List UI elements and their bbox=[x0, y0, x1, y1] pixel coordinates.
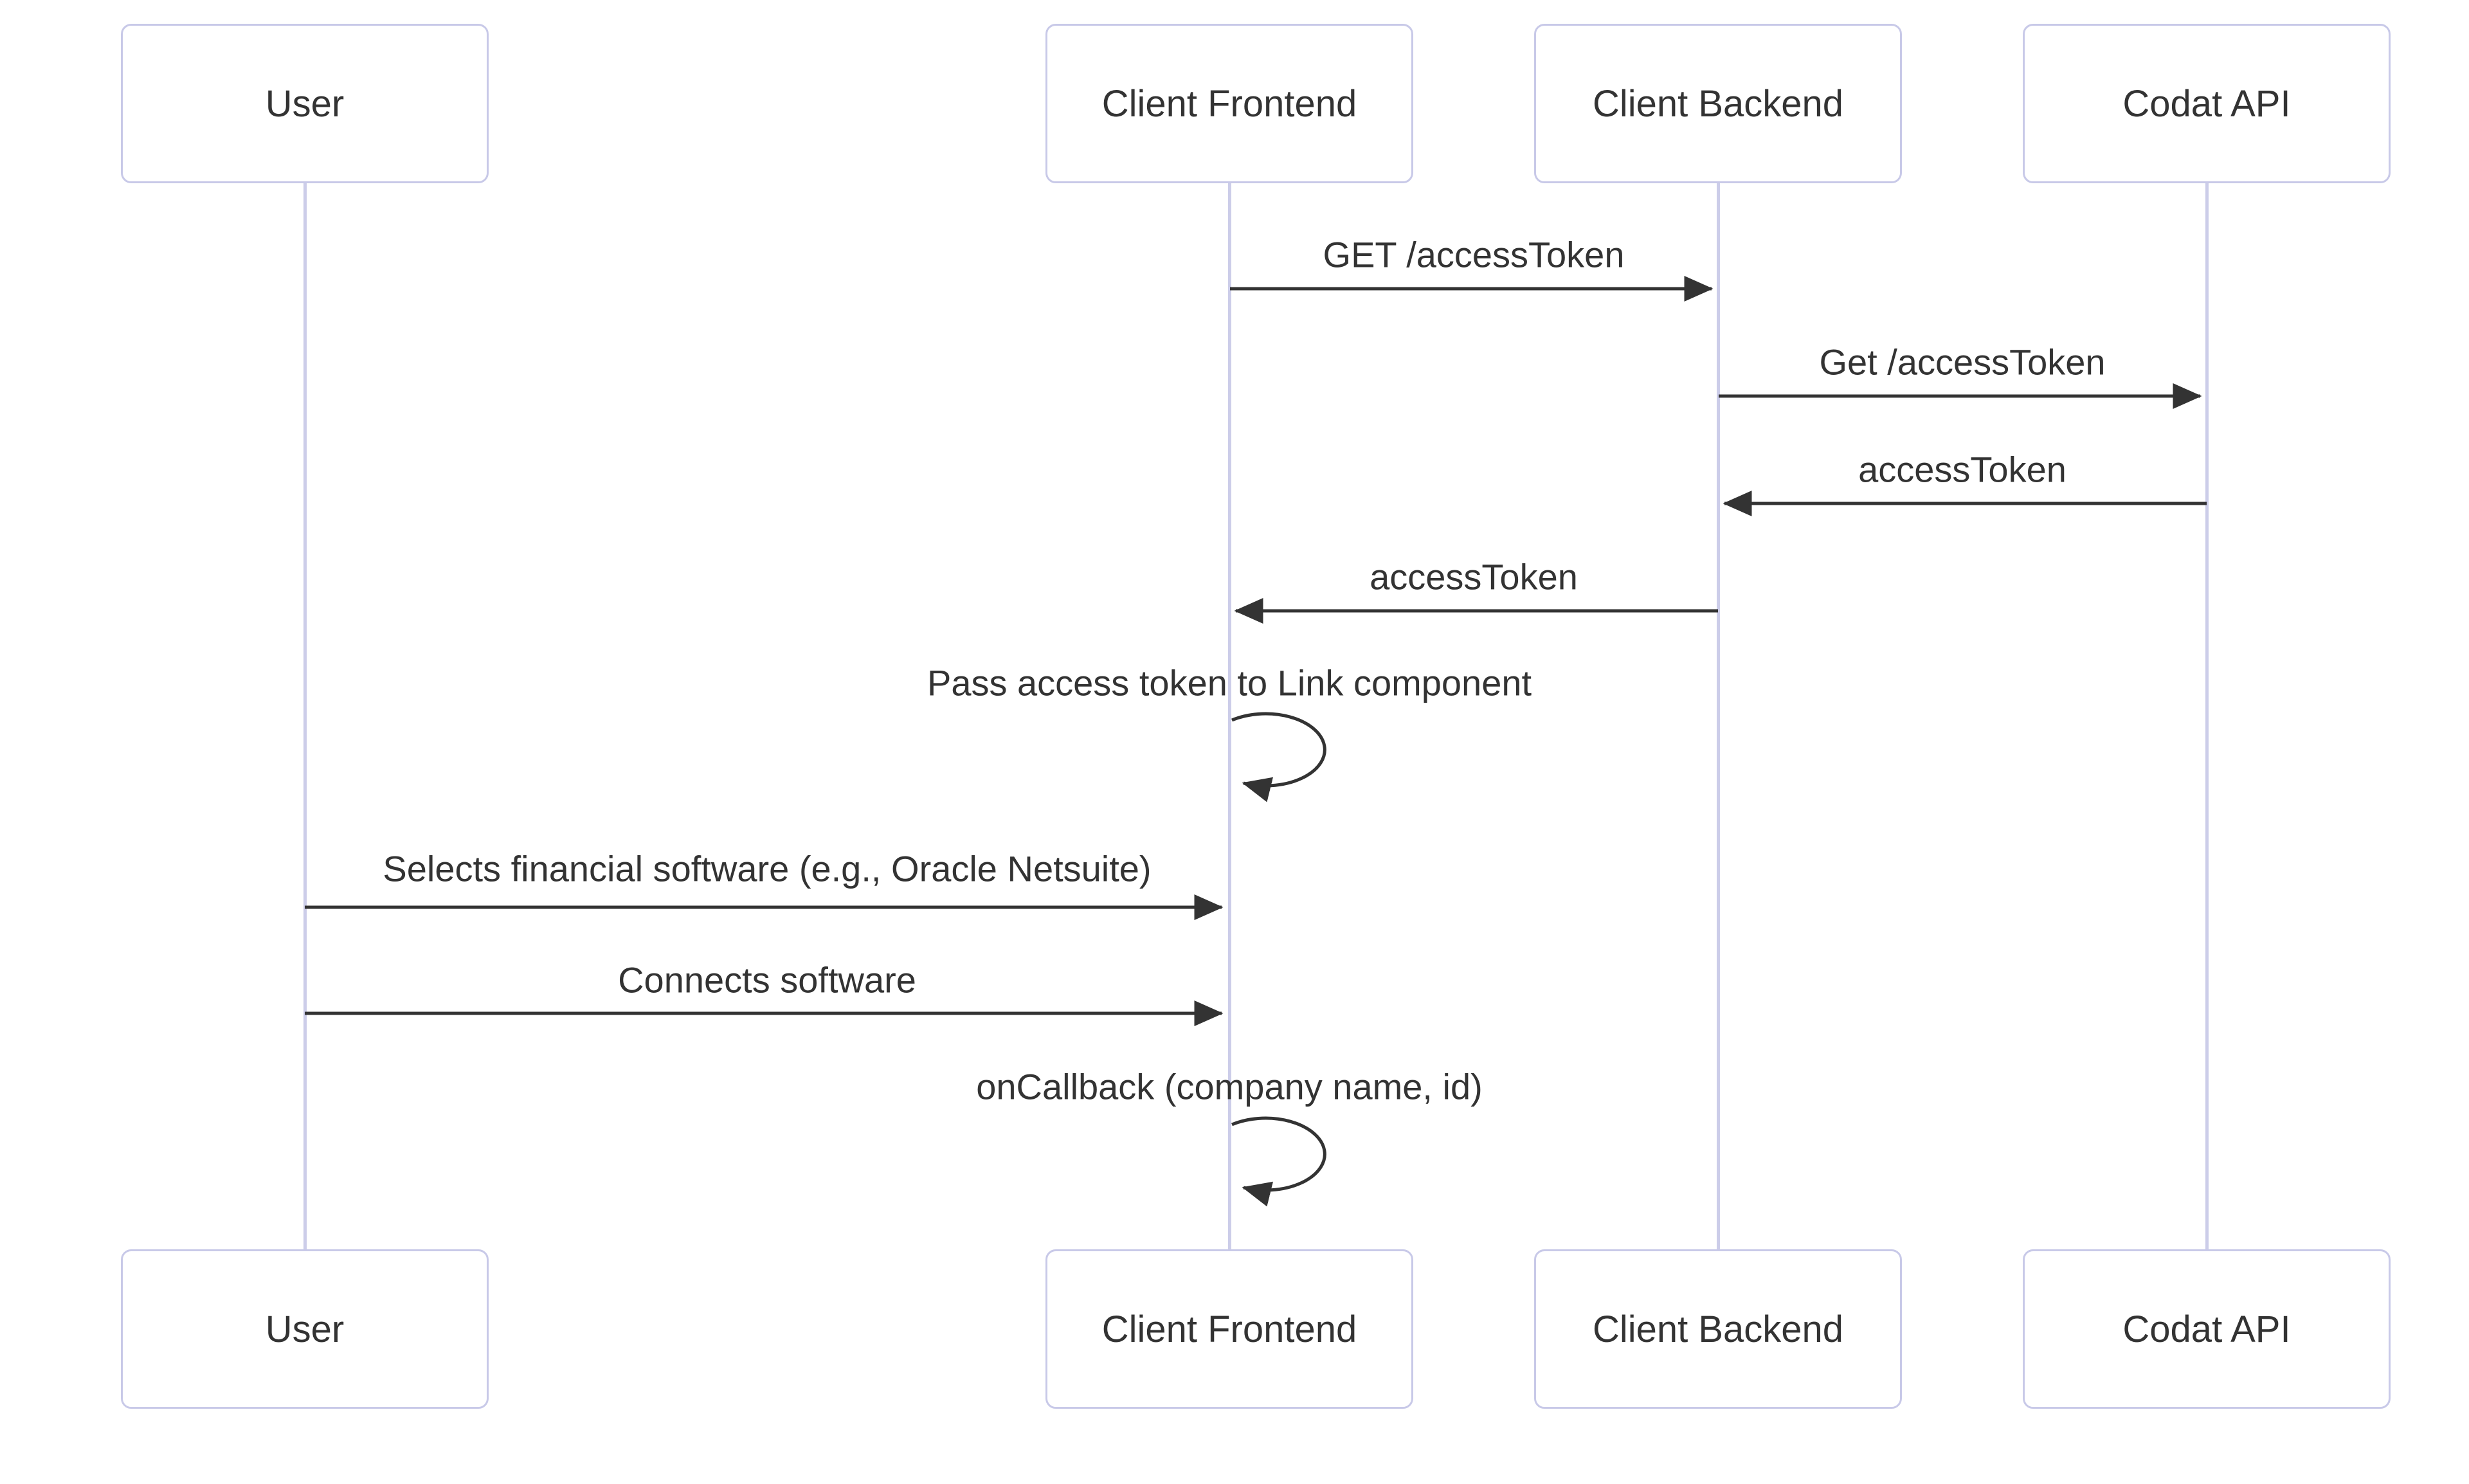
actor-user-bottom: User bbox=[121, 1249, 489, 1409]
message-label: onCallback (company name, id) bbox=[976, 1066, 1483, 1107]
actor-client-frontend-bottom: Client Frontend bbox=[1045, 1249, 1413, 1409]
actor-codat-api-top: Codat API bbox=[2023, 24, 2391, 183]
message-label: Selects financial software (e.g., Oracle… bbox=[383, 848, 1152, 889]
lifeline-client-backend bbox=[1717, 183, 1720, 1249]
actor-label: Codat API bbox=[2122, 82, 2291, 125]
actor-client-frontend-top: Client Frontend bbox=[1045, 24, 1413, 183]
message-label: accessToken bbox=[1858, 449, 2067, 490]
message-label: Get /accessToken bbox=[1819, 341, 2106, 383]
actor-label: Client Backend bbox=[1592, 1308, 1844, 1350]
actor-client-backend-bottom: Client Backend bbox=[1534, 1249, 1902, 1409]
actor-label: User bbox=[265, 82, 345, 125]
actor-label: Client Frontend bbox=[1101, 1308, 1357, 1350]
actor-label: Client Backend bbox=[1592, 82, 1844, 125]
message-label: GET /accessToken bbox=[1323, 234, 1625, 275]
message-label: Connects software bbox=[618, 959, 916, 1000]
lifeline-client-frontend bbox=[1228, 183, 1231, 1249]
lifeline-codat-api bbox=[2205, 183, 2209, 1249]
actor-client-backend-top: Client Backend bbox=[1534, 24, 1902, 183]
message-label: Pass access token to Link component bbox=[927, 662, 1532, 703]
self-loop-pass-token bbox=[1231, 712, 1326, 802]
actor-label: Codat API bbox=[2122, 1308, 2291, 1350]
lifeline-user bbox=[303, 183, 307, 1249]
message-label: accessToken bbox=[1370, 556, 1578, 597]
actor-user-top: User bbox=[121, 24, 489, 183]
self-loop-oncallback bbox=[1231, 1116, 1326, 1207]
actor-label: Client Frontend bbox=[1101, 82, 1357, 125]
actor-label: User bbox=[265, 1308, 345, 1350]
actor-codat-api-bottom: Codat API bbox=[2023, 1249, 2391, 1409]
